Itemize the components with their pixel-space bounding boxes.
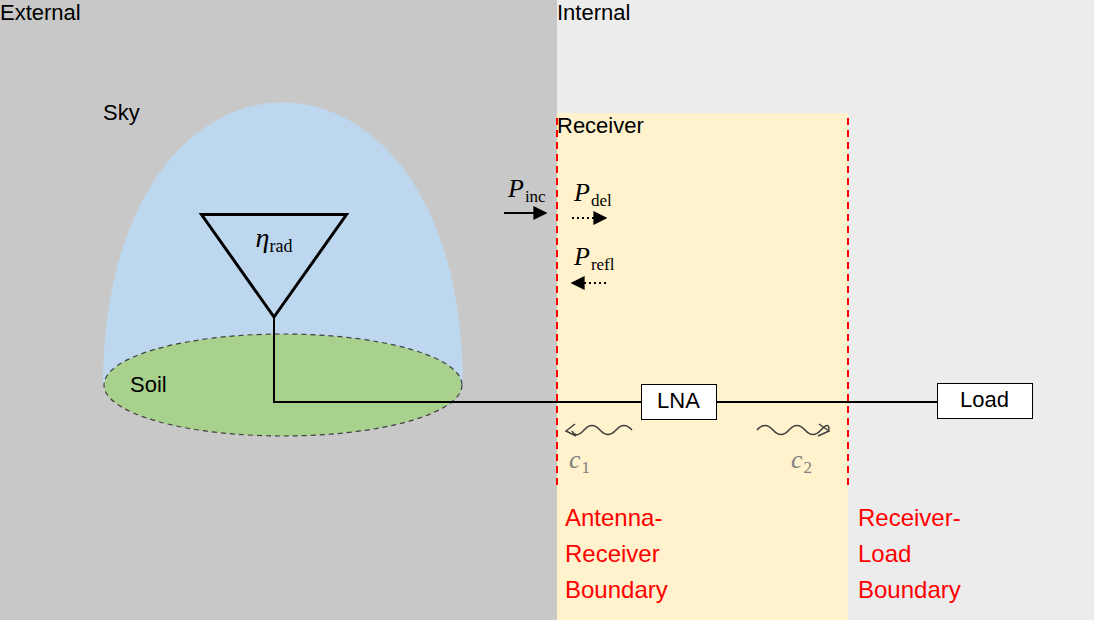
node-text: External — [0, 0, 81, 25]
soil-fill — [104, 334, 462, 436]
load-box: Load — [937, 383, 1033, 419]
subscript-text: refl — [591, 256, 615, 273]
boundary-label: Antenna- Receiver Boundary — [565, 500, 668, 608]
node-label: Sky — [103, 100, 140, 126]
wave-arrow — [572, 426, 632, 435]
node-text: Internal — [557, 0, 630, 25]
node-label: ηrad — [256, 221, 293, 258]
node-label: Load — [960, 387, 1009, 413]
subscript-text: del — [591, 192, 612, 209]
antenna-symbol-outline — [200, 213, 348, 318]
wave-arrowhead — [566, 424, 576, 436]
node-text: Load — [960, 387, 1009, 412]
antenna-symbol: ηrad — [200, 213, 348, 318]
delivered-power-arrow — [572, 217, 606, 219]
lna-box: LNA — [641, 384, 717, 420]
boundary-line — [847, 118, 849, 488]
node-text: LNA — [657, 388, 700, 413]
boundary-line — [556, 118, 558, 488]
subscript-text: 1 — [582, 459, 591, 476]
wave-arrowhead — [818, 424, 829, 436]
symbol-text: P — [508, 176, 524, 202]
signal-wire — [717, 401, 937, 403]
symbol-text: P — [574, 244, 590, 270]
node-label: Internal — [557, 0, 630, 26]
node-label: Receiver — [557, 113, 644, 139]
subscript-text: inc — [525, 188, 546, 205]
node-label: Soil — [130, 372, 167, 398]
subscript-text: 2 — [804, 459, 813, 476]
symbol-text: c — [791, 447, 803, 473]
antenna-triangle — [202, 215, 347, 318]
node-label: External — [0, 0, 81, 26]
incident-power-arrow — [504, 212, 546, 214]
node-text: Soil — [130, 372, 167, 397]
node-text: Receiver — [557, 113, 644, 138]
signal-wire — [274, 317, 641, 402]
symbol-text: c — [569, 447, 581, 473]
external-region: ηrad SkySoil External — [0, 0, 557, 620]
subscript-text: rad — [269, 236, 292, 256]
node-label: LNA — [657, 388, 700, 414]
wave-arrow — [757, 426, 829, 435]
boundary-label: Receiver- Load Boundary — [858, 500, 961, 608]
soil-region: Soil — [103, 333, 463, 437]
symbol-text: η — [256, 222, 270, 253]
symbol-text: P — [574, 180, 590, 206]
reflected-power-arrow — [572, 282, 606, 284]
node-text: Sky — [103, 100, 140, 125]
